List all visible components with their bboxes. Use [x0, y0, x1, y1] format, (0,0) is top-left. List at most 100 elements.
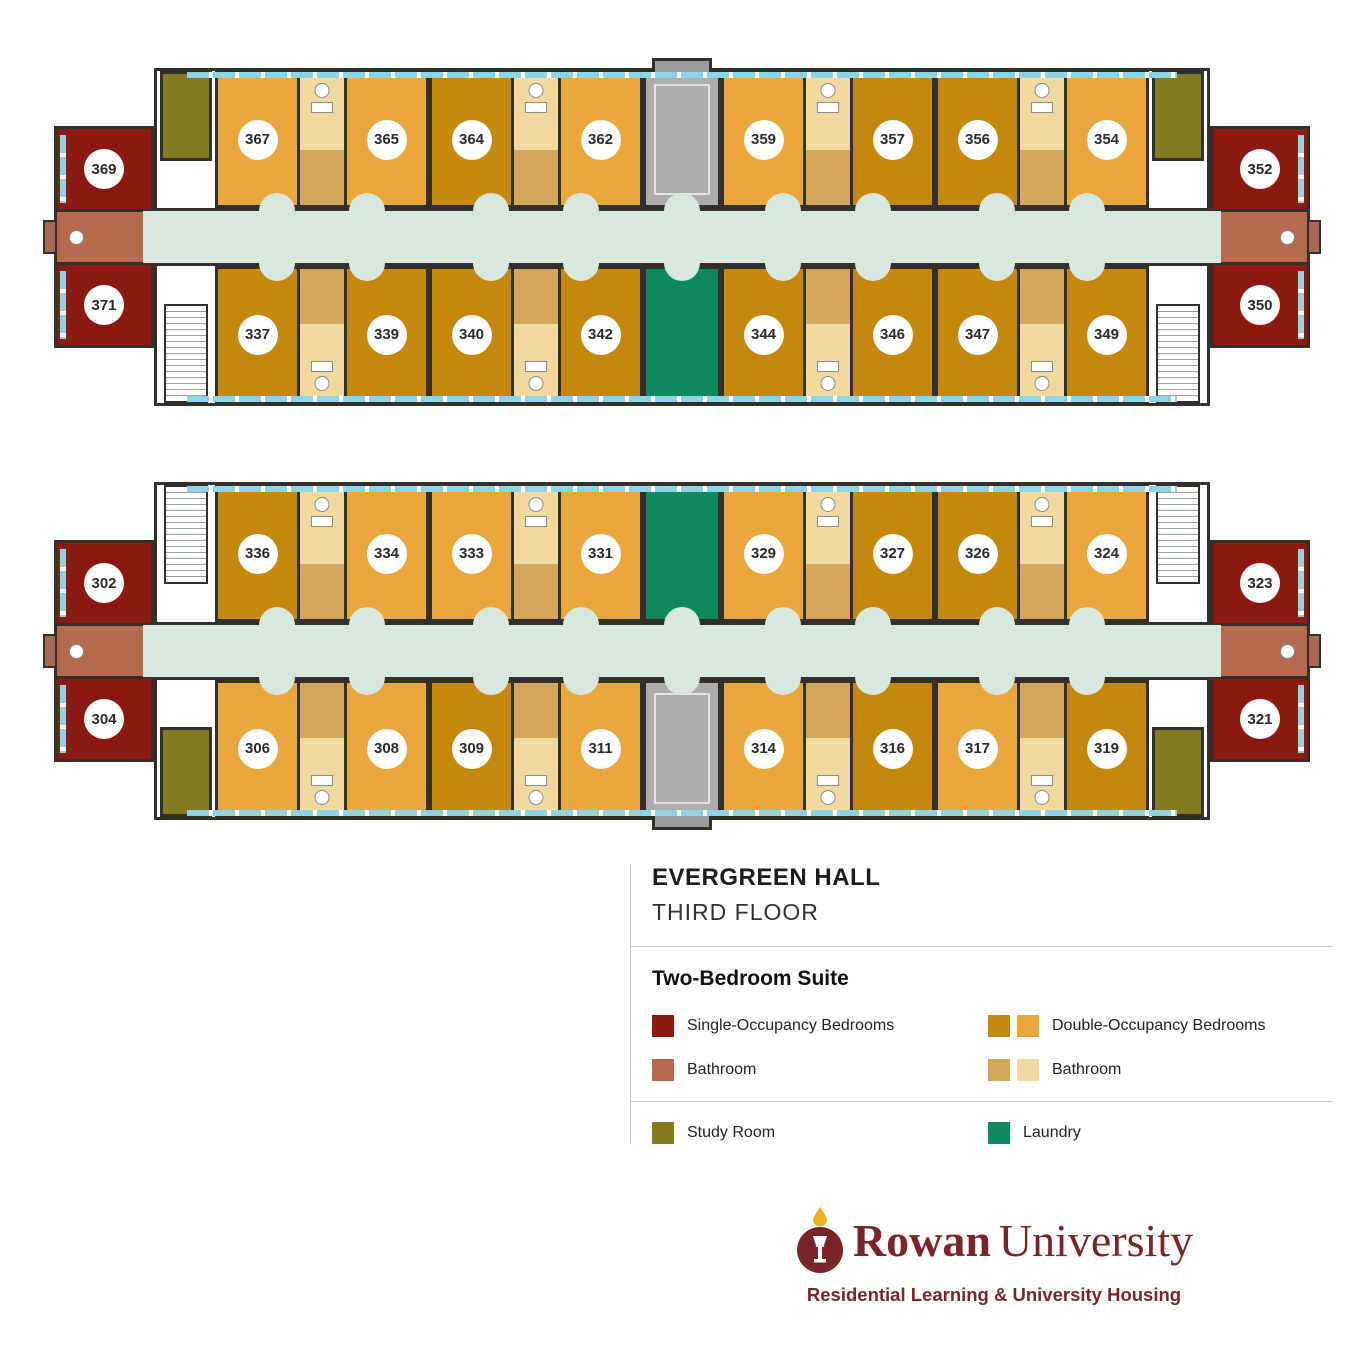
room-number-badge: 314 [743, 728, 784, 769]
door-arc [979, 193, 1015, 211]
entry-door [43, 220, 57, 254]
door-arc [765, 193, 801, 211]
suite-bathroom [514, 266, 558, 403]
room-308: 308 [344, 677, 429, 817]
room-367: 367 [215, 71, 300, 211]
legend-swatches [988, 1015, 1039, 1037]
room-number-badge: 357 [872, 119, 913, 160]
door-arc [473, 607, 509, 625]
utility-core [643, 58, 721, 211]
single-suite-bathroom [43, 209, 151, 265]
room-number-badge: 362 [580, 119, 621, 160]
suite-bathroom [1020, 680, 1064, 817]
university-wordmark: Rowan University [853, 1214, 1193, 1267]
study-room [160, 71, 212, 162]
room-346: 346 [850, 263, 935, 403]
legend-swatch [652, 1059, 674, 1081]
room-number-badge: 334 [366, 533, 407, 574]
room-number-badge: 306 [237, 728, 278, 769]
room-number-badge: 365 [366, 119, 407, 160]
door-arc [765, 607, 801, 625]
room-327: 327 [850, 485, 935, 625]
suite-bathroom [300, 680, 344, 817]
corner-block [1149, 485, 1207, 622]
door-arc [259, 607, 295, 625]
corner-block [1149, 71, 1207, 208]
room-339: 339 [344, 263, 429, 403]
door-arc [473, 263, 509, 281]
suite-bathroom [806, 485, 850, 622]
legend-swatches [988, 1122, 1010, 1144]
divider [631, 1101, 1332, 1102]
torch-icon [796, 1207, 843, 1273]
suite-bathroom [514, 71, 558, 208]
room-336: 336 [215, 485, 300, 625]
legend-swatches [652, 1015, 674, 1037]
wordmark-rowan: Rowan [852, 1214, 991, 1266]
door-arc [664, 607, 700, 625]
room-302: 302 [57, 543, 151, 623]
legend-item: Study Room [652, 1122, 988, 1144]
study-room [160, 726, 212, 817]
suite-bathroom [300, 266, 344, 403]
room-304: 304 [57, 679, 151, 759]
door-arc [765, 263, 801, 281]
door-arc [1069, 677, 1105, 695]
room-number-badge: 342 [580, 314, 621, 355]
corner-block [157, 266, 215, 403]
legend-item: Bathroom [652, 1059, 988, 1081]
room-number-badge: 331 [580, 533, 621, 574]
room-356: 356 [935, 71, 1020, 211]
room-369: 369 [57, 129, 151, 209]
door-arc [563, 607, 599, 625]
room-316: 316 [850, 677, 935, 817]
room-323: 323 [1213, 543, 1307, 623]
door-arc [349, 193, 385, 211]
room-309: 309 [429, 677, 514, 817]
room-number-badge: 304 [84, 699, 124, 739]
legend-swatches [652, 1122, 674, 1144]
door-arc [979, 677, 1015, 695]
single-suite-bathroom [1213, 623, 1321, 679]
legend-swatches [988, 1059, 1039, 1081]
suite-bathroom [300, 485, 344, 622]
door-arc [473, 677, 509, 695]
door-arc [1069, 193, 1105, 211]
study-room [1152, 726, 1204, 817]
door-arc [349, 677, 385, 695]
legend-label: Study Room [687, 1124, 776, 1141]
corridor [157, 208, 1207, 266]
suite-bathroom [806, 71, 850, 208]
legend-label: Bathroom [1052, 1061, 1122, 1078]
legend-swatch [988, 1059, 1010, 1081]
legend-label: Bathroom [687, 1061, 757, 1078]
suite-pair: 314 316 [721, 677, 935, 817]
suite-bathroom [1020, 71, 1064, 208]
room-359: 359 [721, 71, 806, 211]
utility-core [643, 677, 721, 830]
legend-item: Single-Occupancy Bedrooms [652, 1015, 988, 1037]
room-number-badge: 316 [872, 728, 913, 769]
suite-pair: 364 362 [429, 71, 643, 211]
room-number-badge: 354 [1086, 119, 1127, 160]
room-371: 371 [57, 265, 151, 345]
end-suite-left: 302 304 [43, 482, 154, 820]
room-number-badge: 319 [1086, 728, 1127, 769]
room-number-badge: 359 [743, 119, 784, 160]
legend-label: Single-Occupancy Bedrooms [687, 1017, 895, 1034]
suite-bathroom [806, 266, 850, 403]
door-arc [979, 607, 1015, 625]
room-342: 342 [558, 263, 643, 403]
room-364: 364 [429, 71, 514, 211]
room-number-badge: 311 [580, 728, 621, 769]
legend-swatch [1017, 1059, 1039, 1081]
